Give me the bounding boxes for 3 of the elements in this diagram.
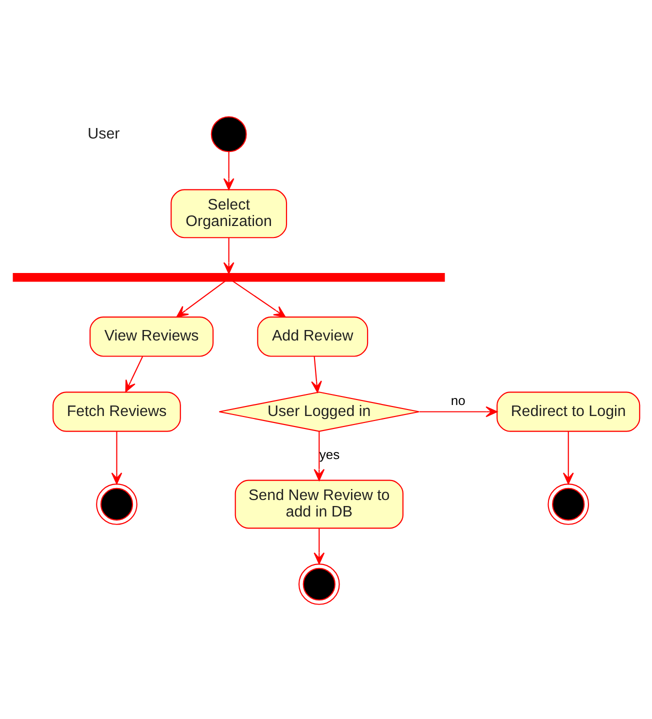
edge-label: no	[450, 392, 465, 408]
label: User	[87, 125, 120, 142]
edge-label: yes	[318, 447, 340, 462]
